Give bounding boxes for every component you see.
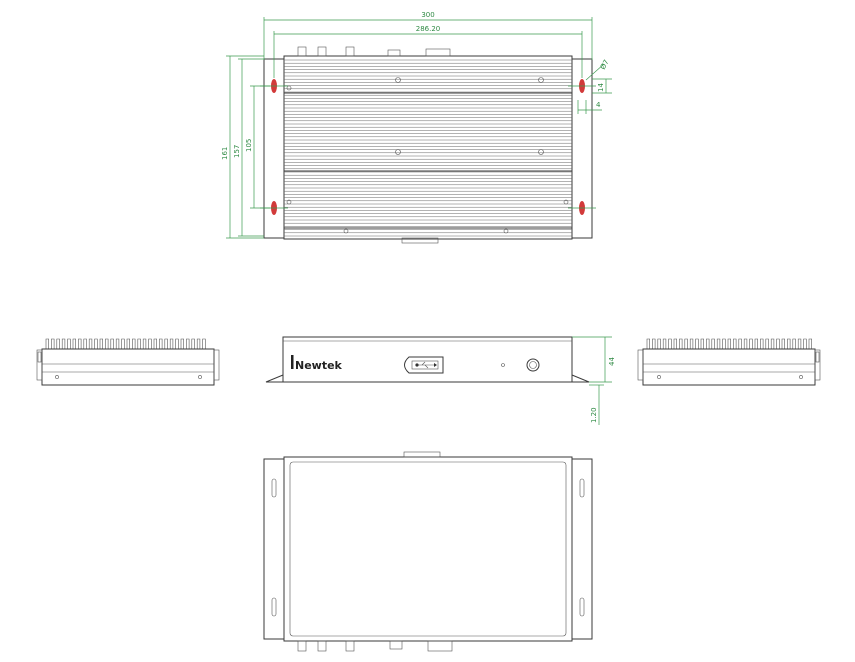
dim-overall-width: 300 — [421, 11, 434, 19]
rear-connectors-top — [297, 46, 451, 57]
power-button-icon — [526, 358, 540, 372]
front-dimensions: 44 1.20 — [572, 336, 616, 425]
dim-hole-spacing: 286.20 — [416, 25, 441, 33]
newtek-logo: Newtek — [291, 355, 343, 372]
bottom-plate — [283, 456, 573, 642]
bottom-right-flange — [571, 458, 593, 640]
front-panel — [282, 336, 573, 383]
top-view-body — [283, 55, 573, 240]
screw-points — [286, 77, 569, 234]
dim-overall-depth: 161 — [221, 147, 229, 160]
rear-connectors-bottom — [297, 640, 453, 652]
dimension-lines: 300 286.20 Ø7 14 4 161 157 — [221, 11, 612, 239]
usb-port — [404, 356, 444, 374]
dim-plate-thickness: 1.20 — [590, 407, 598, 423]
side-fins-right — [646, 338, 815, 350]
dim-flange-depth: 157 — [233, 145, 241, 158]
left-side-view — [36, 338, 220, 386]
dim-hole-depth-spacing: 105 — [245, 139, 253, 152]
bottom-keyhole-slots — [271, 478, 585, 617]
usb-icon — [415, 361, 437, 369]
top-view: 300 286.20 Ø7 14 4 161 157 — [221, 11, 612, 244]
right-side-view — [637, 338, 821, 386]
status-led — [501, 363, 505, 367]
dim-height: 44 — [608, 357, 616, 366]
front-usb-connector-top — [401, 237, 439, 244]
dim-slot-offset: 4 — [596, 101, 601, 109]
logo-text: Newtek — [295, 359, 343, 372]
side-fins-left — [45, 338, 208, 350]
bottom-view — [263, 451, 593, 652]
bottom-left-flange — [263, 458, 285, 640]
mounting-hole-markers — [260, 79, 596, 215]
front-view: Newtek 44 1 — [265, 336, 616, 425]
dim-slot-length: 14 — [597, 83, 605, 92]
heatsink-fins — [284, 59, 572, 237]
dim-hole-diameter: Ø7 — [599, 58, 611, 71]
bottom-view-front-connector — [403, 451, 441, 458]
